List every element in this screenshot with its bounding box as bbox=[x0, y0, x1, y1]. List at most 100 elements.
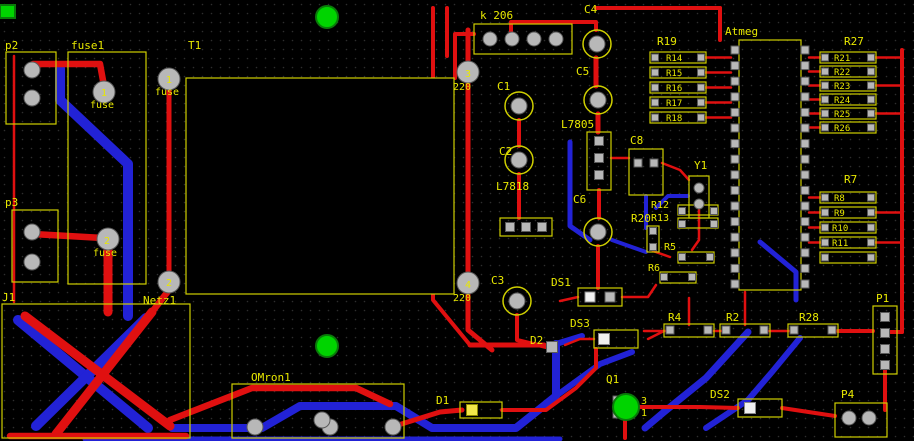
copper-trace-top[interactable] bbox=[465, 291, 495, 353]
pad[interactable] bbox=[730, 217, 740, 227]
pad[interactable] bbox=[521, 222, 531, 232]
pad[interactable] bbox=[706, 253, 714, 261]
pad[interactable] bbox=[800, 232, 810, 242]
pad[interactable] bbox=[678, 207, 686, 215]
pad[interactable] bbox=[604, 291, 616, 303]
outline-C6[interactable] bbox=[583, 217, 613, 247]
outline-resistor[interactable] bbox=[819, 51, 877, 64]
outline-C8[interactable] bbox=[628, 148, 664, 196]
copper-trace-top[interactable] bbox=[392, 407, 465, 429]
pad[interactable] bbox=[867, 67, 875, 76]
pad[interactable] bbox=[800, 139, 810, 149]
outline-R4[interactable] bbox=[663, 323, 715, 338]
pad[interactable] bbox=[867, 193, 875, 202]
pad[interactable] bbox=[649, 158, 659, 168]
outline-T1[interactable] bbox=[185, 77, 455, 295]
pad[interactable] bbox=[589, 91, 607, 109]
pad[interactable] bbox=[23, 61, 41, 79]
pads-layer[interactable] bbox=[23, 31, 890, 436]
outline-L7818[interactable] bbox=[499, 217, 553, 237]
pad[interactable] bbox=[730, 248, 740, 258]
pad[interactable] bbox=[508, 292, 526, 310]
copper-trace-top[interactable] bbox=[453, 32, 476, 80]
copper-trace-top[interactable] bbox=[51, 307, 157, 439]
pad[interactable] bbox=[651, 83, 659, 92]
pad[interactable] bbox=[730, 232, 740, 242]
pad[interactable] bbox=[466, 404, 478, 416]
pad[interactable] bbox=[505, 222, 515, 232]
outline-R20[interactable] bbox=[646, 225, 660, 253]
pad[interactable] bbox=[800, 123, 810, 133]
copper-trace-top[interactable] bbox=[690, 208, 701, 252]
pad[interactable] bbox=[800, 170, 810, 180]
pad[interactable] bbox=[800, 248, 810, 258]
pad[interactable] bbox=[594, 136, 604, 146]
outline-DS3[interactable] bbox=[593, 329, 639, 349]
pad[interactable] bbox=[697, 113, 705, 122]
pad[interactable] bbox=[821, 238, 829, 247]
pad[interactable] bbox=[651, 53, 659, 62]
copper-trace-top[interactable] bbox=[509, 20, 598, 41]
pad[interactable] bbox=[730, 107, 740, 117]
outline-OMron1[interactable] bbox=[231, 383, 405, 439]
outline-C1[interactable] bbox=[504, 91, 534, 121]
pad[interactable] bbox=[23, 223, 41, 241]
pad[interactable] bbox=[821, 109, 829, 118]
pad[interactable] bbox=[730, 76, 740, 86]
pad[interactable] bbox=[678, 253, 686, 261]
pad[interactable] bbox=[821, 253, 829, 262]
pad[interactable] bbox=[800, 76, 810, 86]
pad[interactable] bbox=[510, 151, 528, 169]
pad[interactable] bbox=[867, 109, 875, 118]
pad[interactable] bbox=[867, 253, 875, 262]
copper-trace-top[interactable] bbox=[166, 384, 394, 424]
pad[interactable] bbox=[651, 113, 659, 122]
outline-resistor[interactable] bbox=[819, 93, 877, 106]
pad[interactable] bbox=[800, 185, 810, 195]
pad[interactable] bbox=[821, 208, 829, 217]
copper-trace-top[interactable] bbox=[558, 295, 580, 303]
pad[interactable] bbox=[537, 222, 547, 232]
pad[interactable] bbox=[800, 92, 810, 102]
outline-DS1[interactable] bbox=[577, 287, 623, 307]
pad[interactable] bbox=[861, 410, 877, 426]
outline-resistor[interactable] bbox=[819, 121, 877, 134]
outline-C4[interactable] bbox=[582, 29, 612, 59]
pad[interactable] bbox=[649, 243, 657, 251]
pad[interactable] bbox=[730, 123, 740, 133]
pad[interactable] bbox=[821, 223, 829, 232]
copper-trace-top[interactable] bbox=[20, 311, 175, 431]
pad[interactable] bbox=[867, 81, 875, 90]
outline-P1[interactable] bbox=[872, 305, 898, 375]
outline-resistor[interactable] bbox=[819, 236, 877, 249]
pad[interactable] bbox=[800, 263, 810, 273]
pad[interactable] bbox=[693, 182, 705, 194]
pad[interactable] bbox=[867, 238, 875, 247]
pad[interactable] bbox=[384, 418, 402, 436]
outline-resistor[interactable] bbox=[819, 65, 877, 78]
pad[interactable] bbox=[880, 328, 890, 338]
copper-trace-bottom[interactable] bbox=[745, 335, 803, 403]
pad[interactable] bbox=[703, 325, 713, 335]
outline-C5[interactable] bbox=[583, 85, 613, 115]
copper-trace-bottom[interactable] bbox=[757, 239, 799, 303]
pad[interactable] bbox=[800, 201, 810, 211]
via[interactable] bbox=[315, 5, 339, 29]
pad[interactable] bbox=[867, 123, 875, 132]
pad[interactable] bbox=[693, 198, 705, 210]
pad[interactable] bbox=[482, 31, 498, 47]
outline-resistor[interactable] bbox=[819, 79, 877, 92]
pad[interactable] bbox=[526, 31, 542, 47]
pad[interactable] bbox=[730, 263, 740, 273]
pad[interactable] bbox=[867, 208, 875, 217]
copper-trace-bottom[interactable] bbox=[168, 340, 560, 432]
pad[interactable] bbox=[665, 325, 675, 335]
pad[interactable] bbox=[660, 273, 668, 281]
copper-trace-top[interactable] bbox=[620, 283, 658, 299]
outline-Atmeg[interactable] bbox=[738, 39, 802, 291]
outline-resistor[interactable] bbox=[819, 206, 877, 219]
pad[interactable] bbox=[730, 92, 740, 102]
via[interactable] bbox=[315, 334, 339, 358]
outline-resistor[interactable] bbox=[649, 81, 707, 94]
